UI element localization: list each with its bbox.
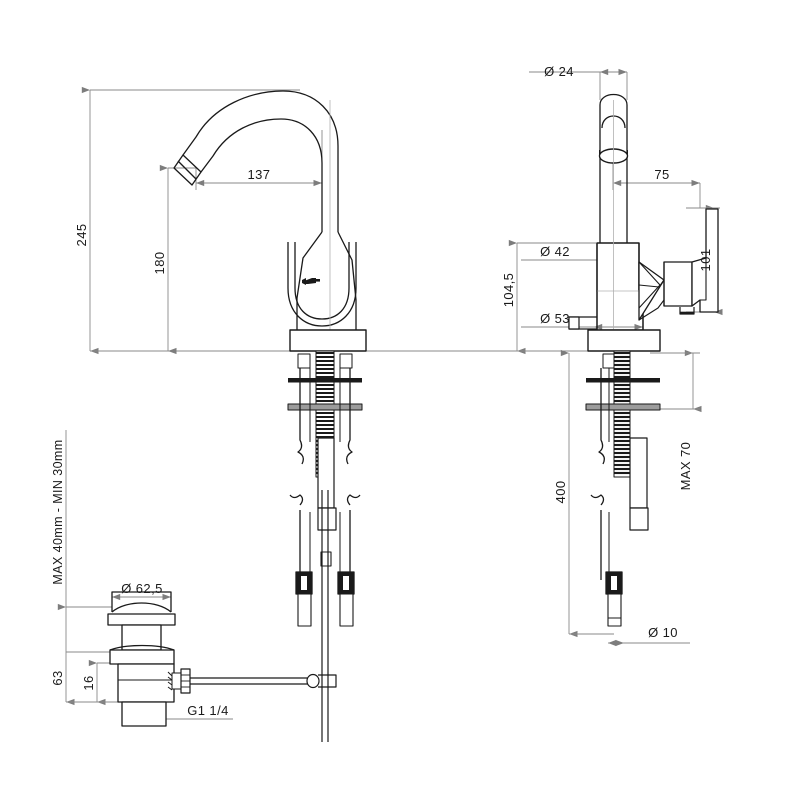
dim-label-dia625: Ø 62,5 bbox=[121, 581, 162, 596]
dim-label-dia10: Ø 10 bbox=[648, 625, 678, 640]
dim-label-dia24: Ø 24 bbox=[544, 64, 574, 79]
dim-400 bbox=[560, 349, 614, 638]
waste-flange bbox=[107, 613, 176, 626]
hose-left-upper bbox=[297, 368, 304, 465]
hose-right-upper bbox=[346, 368, 353, 465]
dimension-labels: 245 180 137 Ø 24 75 101 Ø 42 Ø 53 104,5 … bbox=[50, 64, 713, 718]
side-washer-upper bbox=[586, 378, 660, 383]
dim-label-max70: MAX 70 bbox=[678, 442, 693, 491]
connector-center bbox=[317, 507, 337, 531]
side-hose-sleeve bbox=[629, 437, 648, 509]
dim-label-63: 63 bbox=[50, 670, 65, 685]
waste-assembly bbox=[107, 591, 337, 727]
side-valve-wedge4 bbox=[638, 299, 665, 321]
dim-label-400: 400 bbox=[553, 481, 568, 504]
side-washer-lower bbox=[585, 403, 661, 411]
spout-inner-curve bbox=[200, 118, 323, 232]
aerator-seam bbox=[177, 160, 197, 180]
side-hose-break bbox=[590, 494, 605, 506]
waste-body-flange bbox=[109, 649, 175, 665]
dim-label-g114: G1 1/4 bbox=[187, 703, 228, 718]
manufacturer-logo-mark bbox=[302, 278, 320, 285]
side-body-upper bbox=[596, 242, 640, 292]
side-nut bbox=[602, 353, 615, 369]
dim-180 bbox=[159, 164, 196, 355]
dim-1045 bbox=[508, 239, 596, 355]
hose-tail-left bbox=[297, 593, 312, 627]
dim-label-1045: 104,5 bbox=[501, 273, 516, 308]
side-view-faucet bbox=[568, 93, 719, 627]
dim-label-dia53: Ø 53 bbox=[540, 311, 570, 326]
front-view-faucet bbox=[173, 90, 367, 742]
dim-label-16: 16 bbox=[81, 675, 96, 690]
side-spout-tube bbox=[599, 93, 628, 243]
dim-label-dia42: Ø 42 bbox=[540, 244, 570, 259]
side-threaded-shank bbox=[613, 350, 631, 478]
aerator-tip bbox=[173, 154, 202, 186]
spout-outer-curve bbox=[182, 90, 339, 232]
pivot-rod bbox=[190, 673, 337, 689]
side-lever-hub bbox=[663, 261, 693, 307]
dim-label-245: 245 bbox=[74, 224, 89, 247]
waste-body bbox=[117, 663, 175, 703]
dim-label-101: 101 bbox=[698, 249, 713, 272]
side-valve-wedge3 bbox=[638, 279, 665, 288]
waste-thread-tail bbox=[121, 701, 167, 727]
hose-sleeve-center bbox=[317, 437, 335, 509]
body-right-taper bbox=[337, 231, 357, 330]
ball-rod-nut bbox=[167, 668, 191, 694]
fitting-left-inner bbox=[301, 576, 307, 590]
waste-body-flange-curve bbox=[109, 644, 175, 651]
escutcheon-plate bbox=[289, 329, 367, 352]
dim-label-180: 180 bbox=[152, 252, 167, 275]
hose-break-left bbox=[289, 494, 304, 506]
side-lever-arm bbox=[691, 208, 719, 313]
nut-right bbox=[339, 353, 353, 369]
washer-lower bbox=[287, 403, 363, 411]
dim-label-basin-thickness: MAX 40mm - MIN 30mm bbox=[51, 439, 65, 584]
body-left-taper bbox=[296, 231, 323, 330]
nut-left bbox=[297, 353, 311, 369]
hose-tail-right bbox=[339, 593, 354, 627]
hose-break-right bbox=[346, 494, 361, 506]
side-connector bbox=[629, 507, 649, 531]
side-valve-wedge bbox=[638, 261, 665, 321]
handle-shell-inner bbox=[294, 242, 350, 320]
fitting-right-inner bbox=[343, 576, 349, 590]
connector-mid bbox=[320, 551, 332, 567]
side-escutcheon-plate bbox=[587, 329, 661, 352]
side-fitting-inner bbox=[611, 576, 617, 590]
dim-dia24 bbox=[529, 68, 628, 100]
waste-plug-cap bbox=[111, 591, 172, 612]
dim-label-75: 75 bbox=[654, 167, 669, 182]
side-lever-arm-inner bbox=[700, 258, 707, 301]
washer-upper bbox=[288, 378, 362, 383]
side-hose-left bbox=[598, 368, 605, 465]
waste-plug-dome bbox=[111, 602, 172, 613]
side-hose-tail bbox=[607, 593, 622, 627]
dim-label-137: 137 bbox=[248, 167, 271, 182]
handle-shell-outer bbox=[287, 242, 357, 327]
